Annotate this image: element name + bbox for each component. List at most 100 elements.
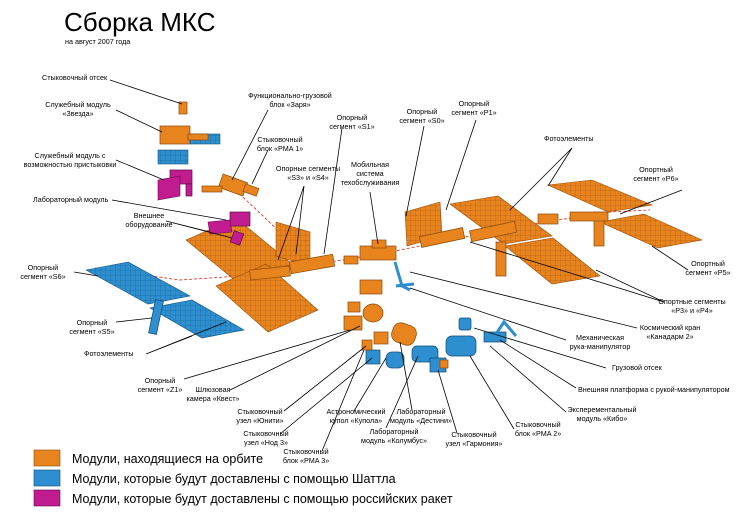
label-kibo-2: модуль «Кибо» xyxy=(577,414,628,423)
kibo-module xyxy=(445,335,477,357)
label-p6: Опортный xyxy=(639,165,673,174)
label-external-equipment: Внешнее xyxy=(134,211,165,220)
destiny-lab xyxy=(391,322,417,346)
label-external-equipment-2: оборудование xyxy=(125,220,172,229)
label-harmony-2: узел «Гармония» xyxy=(445,439,502,448)
label-zvezda: Служебный модуль xyxy=(45,100,111,109)
unity-node xyxy=(373,331,389,345)
label-unity: Стыковочный xyxy=(237,407,282,416)
label-arm-2: рука-манипулятор xyxy=(570,342,631,351)
legend-swatch-russian xyxy=(33,489,61,507)
legend-label-shuttle: Модули, которые будут доставлены с помощ… xyxy=(72,472,396,486)
label-cupola: Астрономический xyxy=(326,407,385,416)
label-pma1: Стыковочный xyxy=(257,135,302,144)
label-service-docking-2: возможностью пристыковки xyxy=(24,160,117,169)
diagram-subtitle: на август 2007 года xyxy=(65,37,130,46)
label-zvezda-2: «Звезда» xyxy=(62,109,93,118)
node-3 xyxy=(365,349,381,365)
cargo-bay xyxy=(458,317,472,331)
cupola xyxy=(385,351,405,369)
label-node3-2: узел «Нод 3» xyxy=(244,438,288,447)
legend-label-orbit: Модули, находящиеся на орбите xyxy=(72,452,263,466)
label-pma3-2: блок «PMA 3» xyxy=(283,456,329,465)
zvezda-module xyxy=(157,125,221,165)
label-pma1-2: блок «PMA 1» xyxy=(257,144,303,153)
label-quest-2: камера «Квест» xyxy=(186,394,239,403)
canadarm-2 xyxy=(393,261,415,292)
label-lab-module: Лабораторный модуль xyxy=(33,195,109,204)
legend-swatch-shuttle xyxy=(33,469,61,487)
label-columbus: Лабораторный xyxy=(369,427,418,436)
harmony-node xyxy=(429,357,449,373)
label-harmony: Стыковочный xyxy=(451,430,496,439)
mobile-system-s0 xyxy=(343,239,397,265)
label-s5-2: сегмент «S5» xyxy=(69,327,114,336)
legend-item-shuttle: Модули, которые будут доставлены с помощ… xyxy=(33,469,396,487)
label-external-platform: Внешняя платформа с рукой-манипулятором xyxy=(578,385,730,394)
lab-module-russian xyxy=(207,211,251,246)
label-cupola-2: купол «Купола» xyxy=(330,416,382,425)
label-mobile-system: Мобильная xyxy=(351,160,389,169)
label-solar-right: Фотоэлементы xyxy=(544,134,594,143)
label-arm: Механическая xyxy=(576,333,624,342)
zarya-module xyxy=(201,173,260,197)
label-p5: Опортный xyxy=(691,259,725,268)
label-s3s4-2: «S3» и «S4» xyxy=(287,173,329,182)
label-p3p4-2: «P3» и «P4» xyxy=(671,306,713,315)
labels: Стыковочный отсек Служебный модуль «Звез… xyxy=(20,73,730,465)
label-quest: Шлюзовая xyxy=(195,385,230,394)
label-columbus-2: модуль «Колумбус» xyxy=(361,436,427,445)
docking-compartment xyxy=(178,101,188,115)
label-mobile-system-3: техобслуживания xyxy=(341,178,400,187)
kibo-external-platform xyxy=(483,319,518,343)
z1-truss xyxy=(359,279,383,295)
label-mobile-system-2: система xyxy=(356,169,383,178)
solar-array-p4 xyxy=(449,195,601,285)
label-p6-2: сегмент «P6» xyxy=(633,174,678,183)
label-cargo-bay: Грузовой отсек xyxy=(612,363,663,372)
label-unity-2: узел «Юнити» xyxy=(236,416,283,425)
label-node3: Стыковочный xyxy=(243,429,288,438)
legend: Модули, находящиеся на орбите Модули, ко… xyxy=(33,449,453,507)
radiator-s1 xyxy=(275,221,311,267)
truss-segments xyxy=(249,213,559,281)
legend-item-russian: Модули, которые будут доставлены с помощ… xyxy=(33,489,453,507)
legend-item-orbit: Модули, находящиеся на орбите xyxy=(33,449,263,467)
label-z1: Опорный xyxy=(145,376,176,385)
label-s6-2: сегмент «S6» xyxy=(20,272,65,281)
label-zarya-2: блок «Заря» xyxy=(269,100,310,109)
label-z1-2: сегмент «Z1» xyxy=(138,385,183,394)
label-docking-compartment: Стыковочный отсек xyxy=(42,73,108,82)
pma-3 xyxy=(361,339,373,351)
legend-swatch-orbit xyxy=(33,449,61,467)
label-p1: Опорный xyxy=(459,99,490,108)
label-s0: Опорный xyxy=(407,107,438,116)
legend-label-russian: Модули, которые будут доставлены с помощ… xyxy=(72,492,453,506)
label-pma2-2: блок «PMA 2» xyxy=(515,429,561,438)
label-p1-2: сегмент «P1» xyxy=(451,108,496,117)
label-s6: Опорный xyxy=(28,263,59,272)
label-canadarm-2: «Канадарм 2» xyxy=(646,332,693,341)
label-solar-left: Фотоэлементы xyxy=(84,349,134,358)
label-p5-2: сегмент «P5» xyxy=(685,268,730,277)
label-destiny: Лабораторный xyxy=(396,407,445,416)
label-s0-2: сегмент «S0» xyxy=(399,116,444,125)
label-service-docking: Служебный модуль с xyxy=(35,151,106,160)
quest-airlock xyxy=(343,301,384,331)
label-pma2: Стыковочный xyxy=(515,420,560,429)
label-canadarm: Космический кран xyxy=(640,323,700,332)
diagram-title: Сборка МКС xyxy=(64,7,216,37)
label-p3p4: Опортные сегменты xyxy=(658,297,725,306)
label-s1: Опорный xyxy=(337,113,368,122)
label-s3s4: Опорные сегменты xyxy=(276,164,340,173)
solar-array-s6[interactable] xyxy=(85,261,245,339)
service-docking-module xyxy=(157,169,193,201)
label-zarya: Функционально-грузовой xyxy=(248,91,332,100)
label-kibo: Эксперементальный xyxy=(567,405,636,414)
label-s1-2: сегмент «S1» xyxy=(329,122,374,131)
label-destiny-2: модуль «Дестини» xyxy=(390,416,452,425)
solar-array-p6 xyxy=(546,179,704,249)
label-s5: Опорный xyxy=(77,318,108,327)
label-pma3: Стыковочный xyxy=(283,447,328,456)
